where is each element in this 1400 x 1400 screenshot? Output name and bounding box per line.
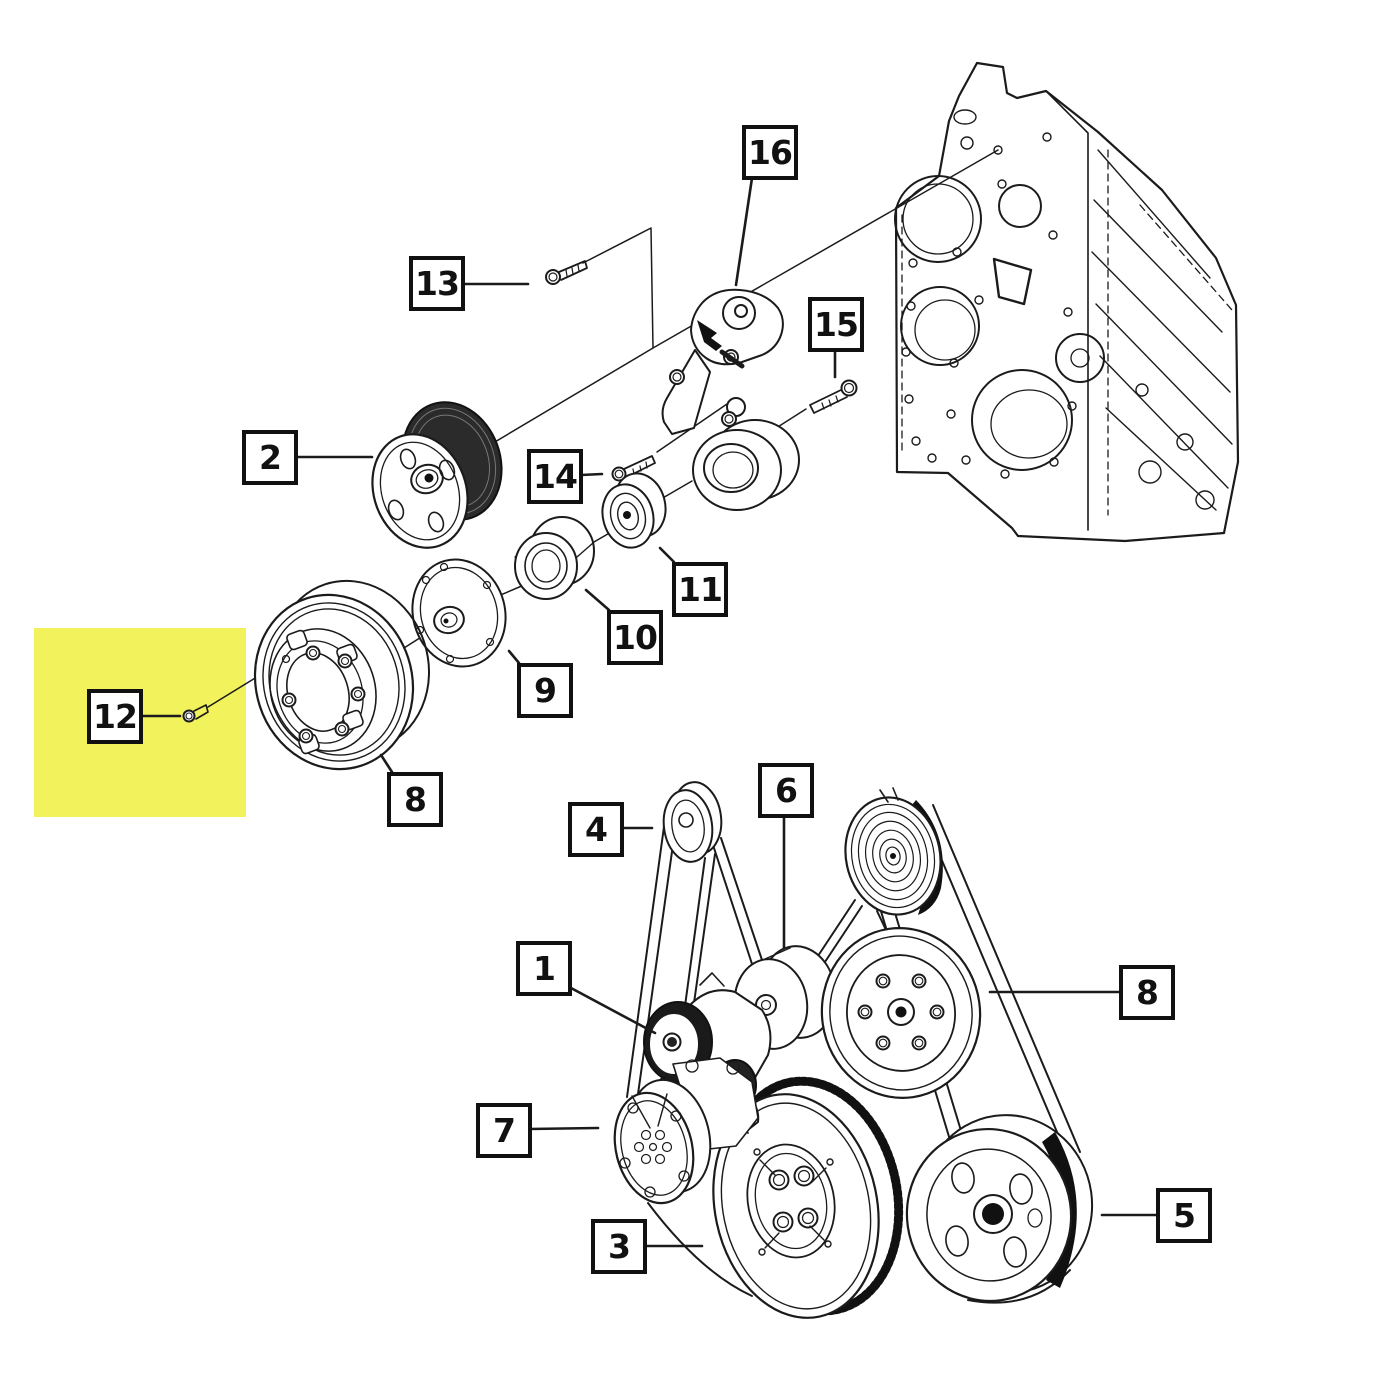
callout-box-6[interactable]: 6 <box>758 763 814 818</box>
callout-box-16[interactable]: 16 <box>742 125 798 180</box>
belt-routing-drawing <box>613 781 1094 1319</box>
fan-hub-pulley-drawing <box>820 927 982 1099</box>
callout-box-7[interactable]: 7 <box>476 1103 532 1158</box>
damper-pulley-8-drawing <box>253 579 431 771</box>
callout-label: 4 <box>585 810 608 849</box>
callout-label: 12 <box>93 697 138 736</box>
callout-box-4[interactable]: 4 <box>568 802 624 857</box>
fan-idler-pulley-2-drawing <box>371 401 503 549</box>
callout-box-1[interactable]: 1 <box>516 941 572 996</box>
fan-drive-pulley-drawing <box>844 787 943 916</box>
water-pump-pulley-5-drawing <box>905 1114 1094 1303</box>
bolt-12-drawing <box>182 704 209 723</box>
callout-label: 14 <box>533 457 578 496</box>
crank-damper-3-drawing <box>712 1076 904 1319</box>
bolt-13-drawing <box>545 260 588 285</box>
callout-label: 10 <box>613 618 658 657</box>
callout-box-11[interactable]: 11 <box>672 562 728 617</box>
callout-box-15[interactable]: 15 <box>808 297 864 352</box>
idler-pulley-6-drawing <box>733 945 837 1050</box>
callout-box-14[interactable]: 14 <box>527 449 583 504</box>
callout-label: 8 <box>404 780 427 819</box>
callout-label: 16 <box>748 133 793 172</box>
callout-box-12-highlighted[interactable]: 12 <box>87 689 143 744</box>
callout-label: 15 <box>814 305 859 344</box>
callout-label: 8 <box>1136 973 1159 1012</box>
callout-box-2[interactable]: 2 <box>242 430 298 485</box>
callout-box-5[interactable]: 5 <box>1156 1188 1212 1243</box>
callout-label: 5 <box>1173 1196 1196 1235</box>
callout-label: 2 <box>259 438 282 477</box>
callout-box-9[interactable]: 9 <box>517 663 573 718</box>
callout-box-8-exploded[interactable]: 8 <box>387 772 443 827</box>
bolt-15-drawing <box>809 379 858 414</box>
bolt-14-drawing <box>611 455 656 482</box>
engine-block-drawing <box>894 61 1240 543</box>
callout-label: 1 <box>533 949 556 988</box>
callout-box-8-belt[interactable]: 8 <box>1119 965 1175 1020</box>
callout-label: 9 <box>534 671 557 710</box>
pulley-washer-11-drawing <box>601 472 667 549</box>
belt-tensioner-bracket-drawing <box>661 288 800 511</box>
callout-label: 3 <box>608 1227 631 1266</box>
ac-compressor-pulley-7-drawing <box>613 1057 759 1205</box>
callout-box-13[interactable]: 13 <box>409 256 465 311</box>
alternator-pulley-drawing <box>662 781 723 863</box>
hub-plate-9-drawing <box>411 558 507 668</box>
callout-box-10[interactable]: 10 <box>607 610 663 665</box>
callout-leader-lines <box>138 176 1158 1248</box>
callout-label: 7 <box>493 1111 516 1150</box>
bearing-10-drawing <box>514 516 595 600</box>
callout-label: 13 <box>415 264 460 303</box>
callout-label: 11 <box>678 570 723 609</box>
callout-label: 6 <box>775 771 798 810</box>
callout-box-3[interactable]: 3 <box>591 1219 647 1274</box>
